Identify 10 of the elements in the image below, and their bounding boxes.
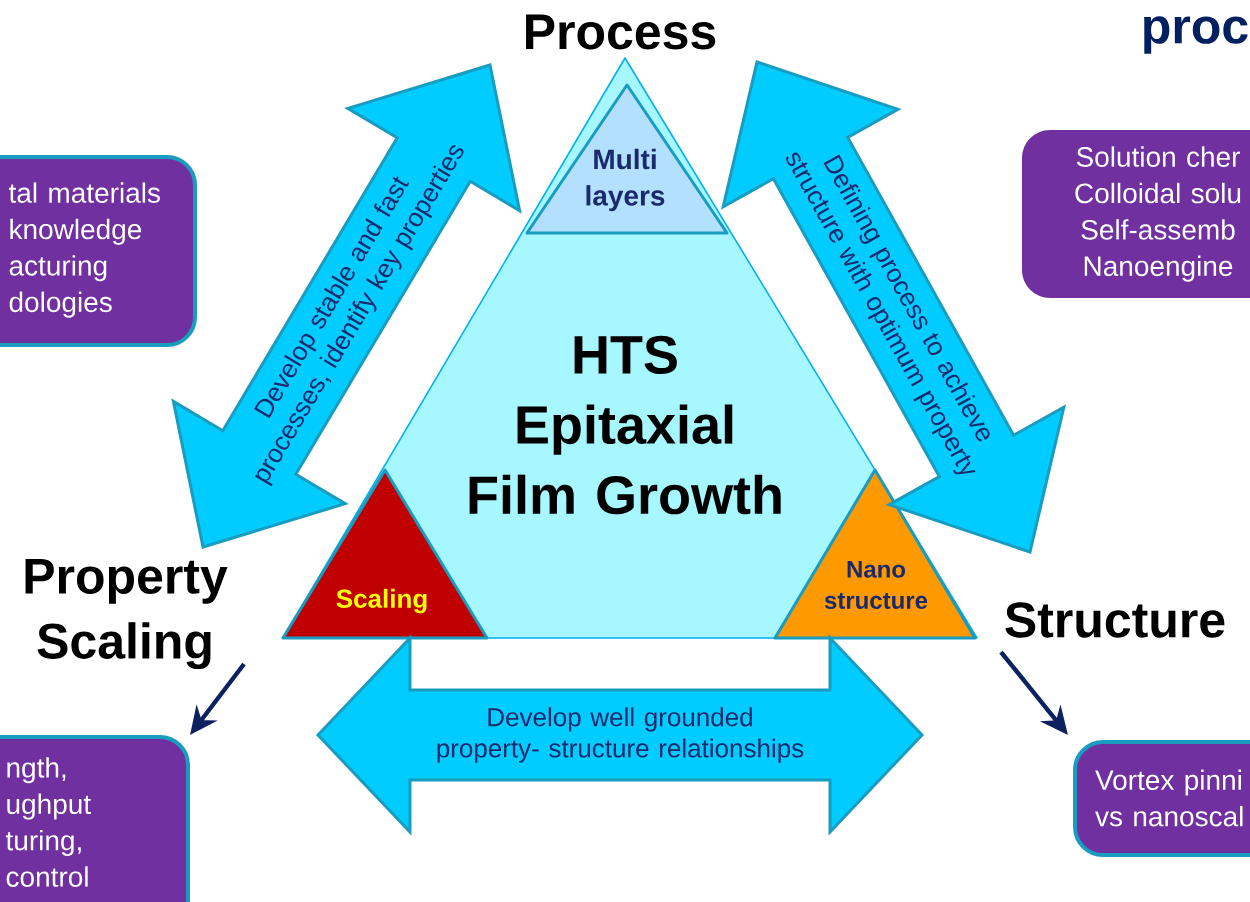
corner-triangle: Multi layers <box>525 83 729 235</box>
info-box: Solution cher Colloidal solu Self-assemb Nanoengine <box>1022 130 1250 298</box>
info-box: tal materials knowledge acturing dologies <box>0 155 197 347</box>
heading: Structure <box>1005 602 1225 638</box>
info-box: Vortex pinni vs nanoscal <box>1073 740 1250 857</box>
heading: proc <box>1144 16 1248 54</box>
heading: Process <box>526 14 716 50</box>
edge-label: Develop well grounded property- structure relationships <box>418 705 822 765</box>
heading: Property Scaling <box>25 559 228 669</box>
info-box: ngth, ughput turing, control <box>0 735 190 902</box>
